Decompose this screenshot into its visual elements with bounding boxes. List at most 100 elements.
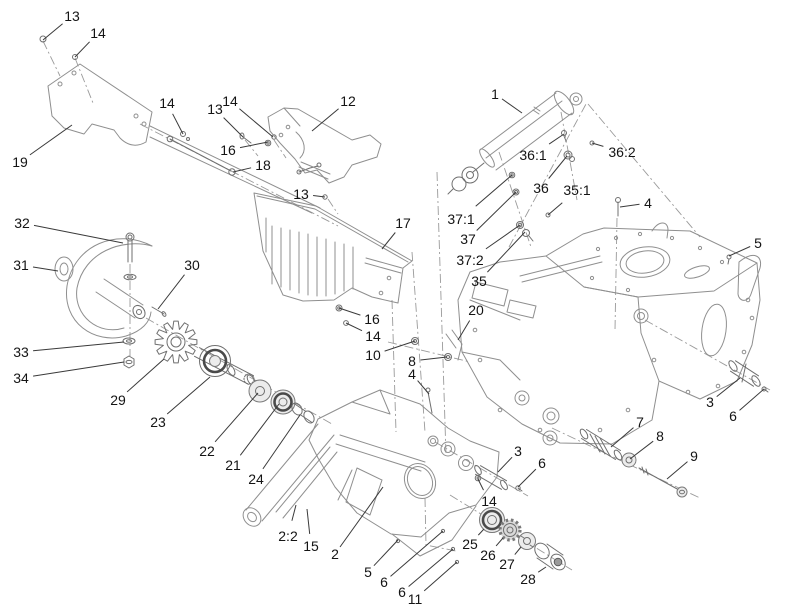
callout-leader <box>666 461 688 480</box>
bracket-20 <box>445 329 463 361</box>
bolt-6-a <box>440 528 446 534</box>
screw-36-2 <box>589 140 595 146</box>
callout-leader <box>739 388 765 411</box>
callout-label: 18 <box>255 157 271 173</box>
callout-label: 3 <box>706 394 714 410</box>
washer-8-right <box>621 452 637 468</box>
callout-label: 5 <box>754 235 762 251</box>
callout-label: 13 <box>293 186 309 202</box>
callout-leader <box>239 108 274 138</box>
callout-label: 6 <box>398 584 406 600</box>
callout-label: 13 <box>64 8 80 24</box>
elbow-36 <box>563 150 573 160</box>
callout-leader <box>373 539 399 567</box>
callout-leader <box>487 231 526 273</box>
callout-label: 35 <box>471 273 487 289</box>
callout-leader <box>728 246 751 257</box>
callout-leader <box>166 376 211 415</box>
screw-14-pivot <box>474 474 482 482</box>
callout-leader <box>306 508 311 534</box>
callout-label: 37:1 <box>447 211 474 227</box>
callout-leader <box>477 478 484 491</box>
nut-10 <box>411 337 419 345</box>
callout-leader <box>74 41 90 58</box>
shaft-23 <box>194 345 256 386</box>
auger-hub <box>54 256 74 282</box>
handle-loop-right <box>737 254 762 301</box>
bracket-12 <box>267 107 382 200</box>
hose-fittings <box>508 130 595 242</box>
screw-14-rail <box>180 131 186 137</box>
pin-7 <box>579 428 623 461</box>
callout-leader <box>548 133 565 145</box>
washer-32 <box>123 273 137 281</box>
shield-17 <box>253 192 413 326</box>
callout-leader <box>390 530 444 577</box>
bar-18 <box>169 138 232 172</box>
callout-label: 2:2 <box>278 528 298 544</box>
washer-27 <box>518 532 536 550</box>
callout-label: 36:1 <box>519 147 546 163</box>
right-pins <box>411 337 769 498</box>
pivot-arm-2-2 <box>242 423 335 527</box>
bolt-32-head <box>125 232 135 242</box>
callout-label: 25 <box>462 536 478 552</box>
callout-leader <box>381 232 396 250</box>
callout-label: 4 <box>644 195 652 211</box>
callout-leader <box>223 117 244 138</box>
callout-label: 34 <box>13 370 29 386</box>
callout-label: 36:2 <box>608 144 635 160</box>
callout-leader <box>32 266 59 272</box>
callout-leader <box>610 427 634 448</box>
callout-leader <box>497 456 513 473</box>
callout-label: 14 <box>159 95 175 111</box>
callout-leader <box>537 566 547 573</box>
callout-label: 30 <box>184 257 200 273</box>
callout-label: 1 <box>491 86 499 102</box>
screw-35-1 <box>545 212 551 218</box>
callout-label: 37:2 <box>456 252 483 268</box>
callout-label: 10 <box>365 347 381 363</box>
nut-16-bracket <box>264 139 272 147</box>
callout-label: 23 <box>150 414 166 430</box>
callout-label: 29 <box>110 392 126 408</box>
callout-label: 15 <box>303 538 319 554</box>
bolt-13-rail <box>239 132 252 144</box>
callout-leader <box>291 504 297 521</box>
bolt-6-b <box>450 546 456 552</box>
callout-label: 6 <box>538 455 546 471</box>
callout-label: 14 <box>365 328 381 344</box>
centerlines <box>42 40 771 571</box>
callout-label: 19 <box>12 154 28 170</box>
bolt-13-top <box>39 35 47 43</box>
callout-leader <box>495 537 504 547</box>
handle-loop-left <box>651 222 669 239</box>
callout-label: 16 <box>364 311 380 327</box>
callout-label: 27 <box>499 556 515 572</box>
callout-label: 11 <box>408 591 423 607</box>
slide-plate-15 <box>275 446 338 519</box>
callout-leader <box>417 380 430 395</box>
callout-leader <box>239 141 269 149</box>
callout-leader <box>33 224 124 244</box>
rod-boot <box>451 176 467 192</box>
nut-34 <box>123 355 135 369</box>
callout-label: 22 <box>199 443 215 459</box>
washer-22 <box>248 379 272 403</box>
callout-leader <box>485 224 521 250</box>
plate-19 <box>39 35 153 146</box>
callout-leader <box>345 322 363 332</box>
callout-leader <box>33 361 125 377</box>
callout-leader <box>548 155 568 179</box>
screw-14-bracket <box>271 134 277 140</box>
callout-label: 16 <box>220 142 236 158</box>
callout-label: 8 <box>408 353 416 369</box>
callout-label: 3 <box>514 443 522 459</box>
callout-leader <box>457 320 471 341</box>
callout-leader <box>126 358 165 393</box>
gearbox-housing-2 <box>242 389 500 557</box>
callout-label: 32 <box>14 215 30 231</box>
sprocket-29 <box>154 320 198 364</box>
